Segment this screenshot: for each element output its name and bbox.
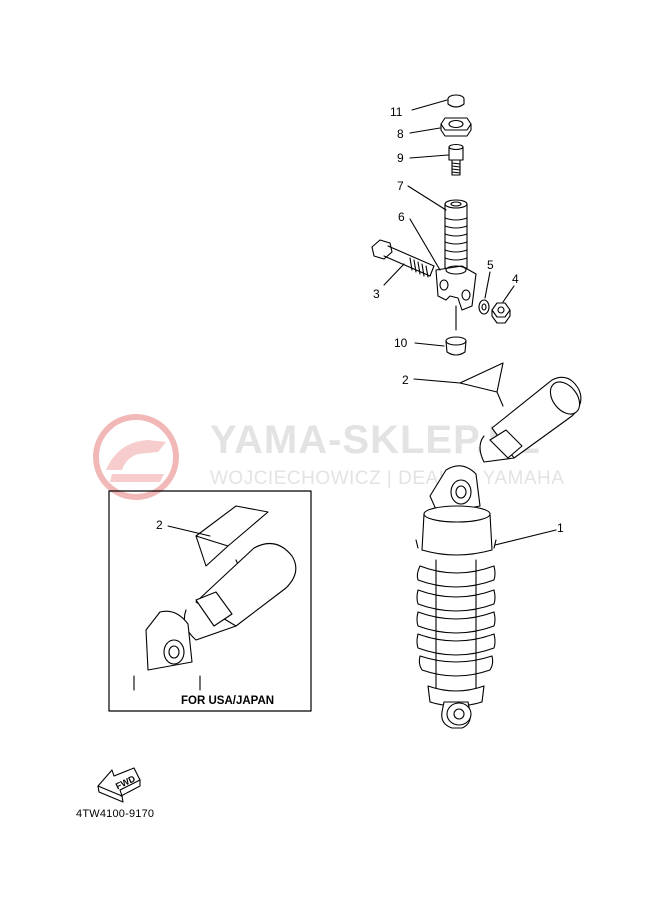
leader-2-inset xyxy=(167,525,211,537)
leader-1 xyxy=(494,529,557,546)
leader-8 xyxy=(409,127,441,134)
part-2-label xyxy=(459,362,504,407)
callout-5: 5 xyxy=(487,258,494,272)
callout-3: 3 xyxy=(373,287,380,301)
watermark-logo xyxy=(93,414,179,500)
callout-4: 4 xyxy=(512,272,519,286)
callout-11: 11 xyxy=(390,105,403,119)
callout-10: 10 xyxy=(394,336,408,350)
part-10-bushing xyxy=(445,336,467,356)
part-1-shock xyxy=(415,376,582,729)
part-6-bracket xyxy=(435,265,477,331)
leader-9 xyxy=(409,154,449,159)
callout-2: 2 xyxy=(402,373,409,387)
callout-6: 6 xyxy=(398,210,405,224)
callout-2-inset: 2 xyxy=(156,518,163,532)
leader-10 xyxy=(414,342,445,347)
inset-label: FOR USA/JAPAN xyxy=(181,695,275,707)
inset-shock-detail xyxy=(133,505,297,691)
callout-8: 8 xyxy=(397,127,404,141)
inset-frame xyxy=(108,490,312,712)
leader-5 xyxy=(484,271,491,299)
callout-9: 9 xyxy=(397,151,404,165)
fwd-arrow-icon xyxy=(97,767,141,803)
part-8-nut xyxy=(440,117,472,137)
part-3-bolt xyxy=(371,239,435,278)
leader-3 xyxy=(383,263,405,286)
leader-4 xyxy=(502,285,515,303)
part-4-nut xyxy=(491,302,511,324)
leader-6 xyxy=(409,218,441,271)
callout-1: 1 xyxy=(557,521,564,535)
part-11-cap xyxy=(447,94,465,108)
part-5-washer xyxy=(478,299,490,315)
leader-7 xyxy=(407,185,447,211)
callout-7: 7 xyxy=(397,179,404,193)
part-code: 4TW4100-9170 xyxy=(76,808,155,820)
part-9-bolt xyxy=(448,143,464,176)
leader-11 xyxy=(411,99,448,111)
leader-2 xyxy=(413,378,461,384)
part-7-collar xyxy=(444,199,468,272)
